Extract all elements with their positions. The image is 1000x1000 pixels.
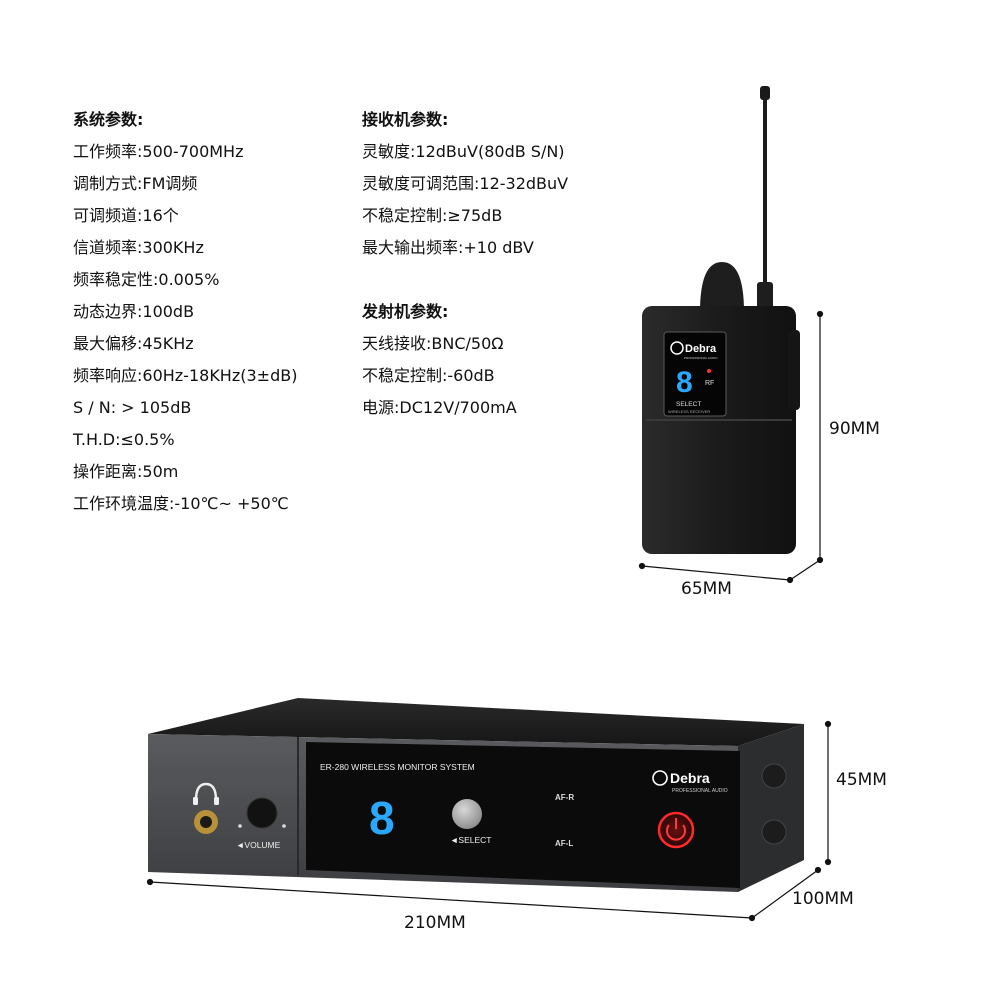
spec-item: 信道频率:300KHz	[73, 238, 204, 257]
spec-item: 灵敏度可调范围:12-32dBuV	[362, 174, 569, 193]
spec-item: 不稳定控制:≥75dB	[362, 206, 503, 225]
system-params-title: 系统参数:	[73, 110, 144, 129]
bodypack-select-label: SELECT	[676, 401, 701, 408]
rack-height-label: 45MM	[836, 770, 887, 790]
volume-label: ◄VOLUME	[236, 840, 281, 850]
bodypack-brand: Debra	[685, 343, 717, 355]
belt-clip	[788, 330, 800, 410]
rack-digit: 8	[369, 792, 395, 844]
receiver-params-title: 接收机参数:	[362, 110, 449, 129]
system-params-section: 系统参数: 工作频率:500-700MHz 调制方式:FM调频 可调频道:16个…	[73, 104, 297, 520]
bodypack-receiver: Debra PROFESSIONAL AUDIO 8 RF SELECT WIR…	[642, 86, 800, 554]
af-l-label: AF-L	[555, 839, 573, 848]
spec-item: 工作环境温度:-10℃~ +50℃	[73, 494, 289, 513]
spec-item: T.H.D:≤0.5%	[73, 430, 175, 449]
spec-item: 调制方式:FM调频	[73, 174, 198, 193]
spec-item: S / N: > 105dB	[73, 398, 192, 417]
bodypack-dimensions	[638, 310, 824, 584]
spec-item: 电源:DC12V/700mA	[362, 398, 517, 417]
spec-item: 频率响应:60Hz-18KHz(3±dB)	[73, 366, 298, 385]
spec-item: 最大偏移:45KHz	[73, 334, 194, 353]
jack-cap	[700, 262, 744, 312]
rack-width-label: 210MM	[404, 913, 466, 933]
spec-item: 最大输出频率:+10 dBV	[362, 238, 534, 257]
spec-item: 频率稳定性:0.005%	[73, 270, 220, 289]
bodypack-brand-sub: PROFESSIONAL AUDIO	[684, 356, 718, 360]
antenna-tip	[760, 86, 770, 100]
bodypack-model-label: WIRELESS RECEIVER	[668, 409, 710, 414]
rack-brand-sub: PROFESSIONAL AUDIO	[672, 788, 728, 794]
volume-knob[interactable]	[246, 797, 278, 829]
brand-logo-icon	[670, 341, 684, 355]
rack-select-label: ◄SELECT	[450, 835, 491, 845]
rack-brand: Debra	[670, 770, 710, 786]
rack-top	[148, 698, 804, 746]
spec-item: 操作距离:50m	[73, 462, 179, 481]
rack-side	[738, 724, 804, 892]
bodypack-digit: 8	[676, 366, 693, 399]
rack-model-title: ER-280 WIRELESS MONITOR SYSTEM	[320, 762, 475, 772]
rack-depth-label: 100MM	[792, 889, 854, 909]
headphone-icon	[194, 782, 218, 801]
af-r-label: AF-R	[555, 793, 574, 802]
power-icon	[666, 824, 686, 841]
power-button[interactable]	[657, 811, 695, 849]
rack-receiver-unit: ◄VOLUME ER-280 WIRELESS MONITOR SYSTEM 8…	[148, 698, 804, 892]
select-button[interactable]	[452, 799, 482, 829]
rack-brand-logo-icon	[652, 770, 668, 786]
spec-item: 灵敏度:12dBuV(80dB S/N)	[362, 142, 565, 161]
spec-item: 不稳定控制:-60dB	[362, 366, 495, 385]
antenna	[763, 98, 767, 288]
spec-item: 可调频道:16个	[73, 206, 179, 225]
transmitter-params-title: 发射机参数:	[362, 302, 449, 321]
receiver-transmitter-section: 接收机参数: 灵敏度:12dBuV(80dB S/N) 灵敏度可调范围:12-3…	[362, 104, 568, 424]
antenna-base	[757, 282, 773, 310]
spec-item: 天线接收:BNC/50Ω	[362, 334, 504, 353]
rack-dimensions	[146, 720, 832, 922]
bodypack-height-label: 90MM	[829, 419, 880, 439]
spec-item: 动态边界:100dB	[73, 302, 195, 321]
rf-led	[707, 369, 711, 373]
bodypack-width-label: 65MM	[681, 579, 732, 599]
rack-front-panel	[306, 742, 740, 888]
rf-label: RF	[705, 380, 714, 387]
spec-item: 工作频率:500-700MHz	[73, 142, 244, 161]
